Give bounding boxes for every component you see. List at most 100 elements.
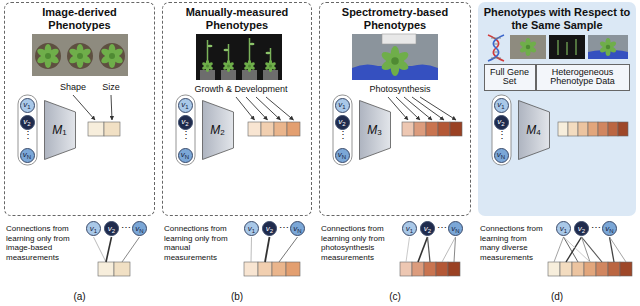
panel-heading: Image-derived Phenotypes [30,6,130,31]
dna-icon [494,44,498,45]
phenotype-panel: Phenotypes with Respect to the Same Samp… [478,2,636,216]
connection-outputs [572,262,584,276]
phenotype-outputs [558,122,568,136]
plant-photo-a [99,43,125,69]
gene-columns [18,95,511,165]
learned-connections [564,237,591,262]
phenotype-outputs [568,122,578,136]
dna-icon [488,35,504,61]
trapezoid-outline [518,100,549,159]
gene-symbol: v [181,101,185,109]
gene-subscript: N [139,228,143,234]
ellipsis: ⋯ [277,223,290,233]
dna-icon [494,52,498,53]
plant-photo-c [382,34,416,44]
model-subscript: 2 [220,129,224,137]
plant-photo-b [208,45,213,48]
plant-photo-a [35,43,61,69]
plant-photo-b [196,34,282,80]
sample-thumbnails [588,35,628,59]
sample-thumbnails [549,35,585,59]
learned-connections [418,237,428,262]
phenotype-outputs [274,122,287,136]
measurement-label: Shape [56,82,90,93]
learned-connections [454,237,456,262]
gene-circle: vN [448,221,463,236]
gene-subscript: 2 [342,121,345,127]
gene-subscript: N [609,228,613,234]
measurement-arrows [420,97,456,120]
learned-connections [265,237,270,262]
sample-thumbnails [599,38,617,56]
connection-outputs [98,262,632,276]
dna-icon [491,38,501,58]
gene-circle: v1 [494,98,509,113]
measurement-label: Growth & Development [186,84,296,95]
gene-subscript: 1 [410,228,413,234]
plant-photo-a [32,34,128,76]
plant-photo-a [32,34,128,76]
gene-subscript: N [342,154,346,160]
learned-connections [106,237,112,262]
connection-outputs [560,262,572,276]
learned-connections [442,237,456,262]
gene-columns [18,95,37,165]
connection-note: Connections from learning from many dive… [480,224,544,262]
gene-symbol: v [451,225,455,233]
phenotype-outputs [248,122,261,136]
gene-circle: vN [20,148,35,163]
gene-subscript: 1 [342,104,345,110]
connection-outputs [400,262,412,276]
model-trapezoid: M3 [359,100,391,160]
panel-heading: Manually-measured Phenotypes [176,6,298,31]
connection-outputs [608,262,620,276]
phenotype-outputs [426,122,438,136]
connection-outputs [584,262,596,276]
model-symbol: M [526,124,536,136]
connection-outputs [412,262,424,276]
gene-circle: v2 [494,115,509,130]
learned-connections [406,237,410,262]
connection-outputs [98,262,114,276]
learned-connections [122,237,140,262]
connection-outputs [436,262,448,276]
gene-symbol: v [497,101,501,109]
gene-symbol: v [23,118,27,126]
gene-circle: v2 [178,115,193,130]
connection-outputs [620,262,632,276]
gene-circle: vN [602,221,617,236]
plant-photo-a [68,44,92,68]
measurement-label: Photosynthesis [360,84,440,95]
gene-subscript: 2 [270,228,273,234]
gene-circle: v1 [178,98,193,113]
table-cell: Heterogeneous Phenotype Data [536,64,630,92]
cell-text: Heterogeneous Phenotype Data [540,68,626,88]
phenotype-outputs [618,122,628,136]
phenotype-outputs [261,122,274,136]
gene-subscript: 1 [94,228,97,234]
gene-symbol: v [338,118,342,126]
gene-subscript: 2 [428,228,431,234]
learned-connections [582,237,603,262]
phenotype-panel: Manually-measured Phenotypesv1v2vNM2 [162,2,312,216]
model-subscript: 1 [62,129,66,137]
connection-note: Connections from learning only from phot… [321,224,397,262]
learned-connections [554,237,564,262]
gene-circle: v2 [262,221,277,236]
connection-note: Connections from learning only from imag… [6,224,82,262]
gene-circle: v1 [244,221,259,236]
phenotype-outputs [578,122,588,136]
gene-subscript: 2 [582,228,585,234]
dna-icon [491,38,501,39]
model-trapezoid: M1 [44,100,76,160]
gene-subscript: N [501,154,505,160]
sample-thumbnails [558,39,576,55]
gene-circle: v1 [402,221,417,236]
connection-outputs [272,262,286,276]
panel-d-ground [478,2,636,216]
gene-symbol: v [497,118,501,126]
gene-subscript: N [185,154,189,160]
measurement-arrows [73,95,456,120]
phenotype-panel: Spectrometry-based Phenotypesv1v2vNM3 [319,2,471,216]
